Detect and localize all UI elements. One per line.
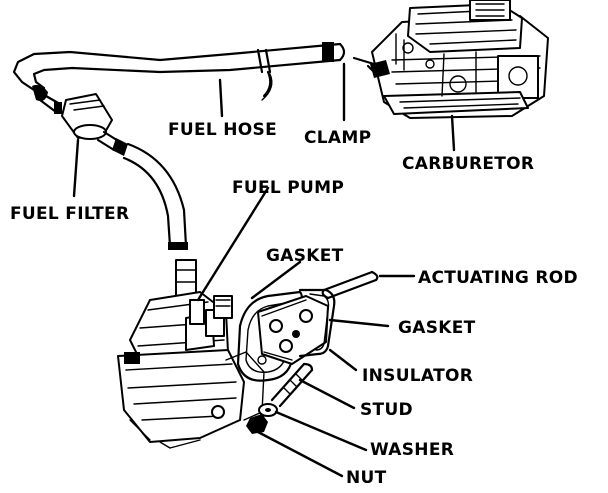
stud-drawing — [270, 362, 314, 408]
lower-hose-drawing — [122, 142, 188, 250]
label-gasket-top: GASKET — [266, 246, 344, 266]
label-actuating-rod: ACTUATING ROD — [418, 268, 578, 288]
label-stud: STUD — [360, 400, 413, 420]
insulator-drawing — [257, 288, 336, 365]
fuel-pump-drawing — [117, 259, 265, 449]
label-fuel-hose: FUEL HOSE — [168, 120, 277, 140]
label-washer: WASHER — [370, 440, 454, 460]
actuating-rod-drawing — [321, 270, 379, 300]
label-nut: NUT — [346, 468, 387, 488]
label-insulator: INSULATOR — [362, 366, 473, 386]
label-fuel-pump: FUEL PUMP — [232, 178, 344, 198]
fuel-filter-drawing — [38, 93, 128, 156]
label-gasket-right: GASKET — [398, 318, 476, 338]
leader-lines — [72, 62, 456, 478]
label-clamp: CLAMP — [304, 128, 371, 148]
label-fuel-filter: FUEL FILTER — [10, 204, 129, 224]
labels: FUEL HOSE CLAMP CARBURETOR FUEL PUMP FUE… — [10, 120, 578, 488]
carburetor-drawing — [366, 0, 549, 119]
label-carburetor: CARBURETOR — [402, 154, 534, 174]
nut-drawing — [246, 414, 268, 434]
washer-drawing — [258, 403, 278, 417]
fuel-hose-drawing — [12, 42, 376, 101]
